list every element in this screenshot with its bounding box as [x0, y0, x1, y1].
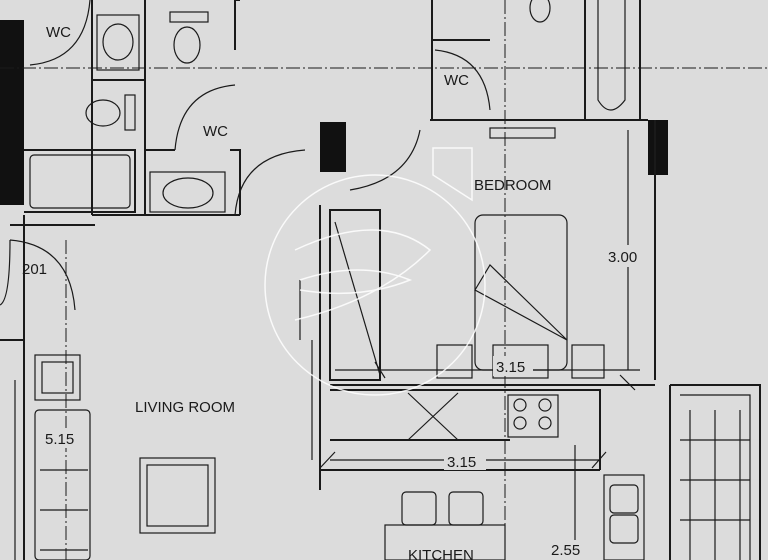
label-living-room: LIVING ROOM: [135, 399, 235, 416]
label-wc-1: WC: [46, 24, 71, 41]
label-wc-2: WC: [444, 72, 469, 89]
label-unit-number: 201: [22, 261, 47, 278]
dim-kitchen-width: 3.15: [447, 454, 476, 471]
dim-bedroom-height: 3.00: [608, 249, 637, 266]
watermark-logo: [264, 147, 486, 396]
dim-kitchen-depth: 2.55: [551, 542, 580, 559]
label-wc-3: WC: [203, 123, 228, 140]
dim-bedroom-width: 3.15: [496, 359, 525, 376]
label-kitchen: KITCHEN: [408, 547, 474, 560]
dim-living-length: 5.15: [45, 431, 74, 448]
dimension-labels: 3.00 3.15 3.15 2.55 5.15: [42, 245, 648, 559]
label-bedroom: BEDROOM: [474, 177, 552, 194]
room-labels: WC WC WC BEDROOM LIVING ROOM KITCHEN 201: [22, 24, 552, 560]
